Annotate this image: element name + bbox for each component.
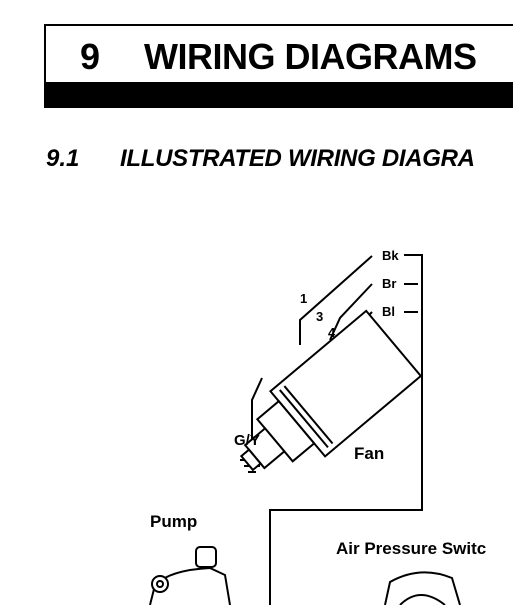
section-title: ILLUSTRATED WIRING DIAGRA — [120, 145, 475, 172]
chapter-title: WIRING DIAGRAMS — [144, 36, 477, 77]
wire-label-bl: Bl — [382, 304, 395, 319]
wire-gy — [251, 377, 263, 440]
chapter-number: 9 — [80, 36, 101, 77]
fan-body — [239, 309, 423, 472]
wire-label-bk: Bk — [382, 248, 399, 263]
chapter-header-bar — [44, 84, 513, 108]
wire-bk — [299, 255, 373, 345]
fan-label: Fan — [354, 444, 385, 463]
pump-body — [149, 546, 231, 605]
wire-label-br: Br — [382, 276, 397, 291]
section-number: 9.1 — [46, 145, 80, 172]
pump-label: Pump — [150, 512, 198, 531]
terminal-label-3: 3 — [316, 309, 324, 324]
air-pressure-switch-label: Air Pressure Switc — [336, 539, 487, 558]
air-pressure-switch-body — [384, 571, 461, 605]
earth-label: G/Y — [234, 432, 260, 449]
chapter-header-box — [44, 24, 513, 84]
terminal-label-4: 4 — [328, 325, 336, 340]
main-wire-trunk — [269, 254, 423, 605]
terminal-label-1: 1 — [300, 291, 308, 306]
wire-br — [329, 283, 373, 341]
